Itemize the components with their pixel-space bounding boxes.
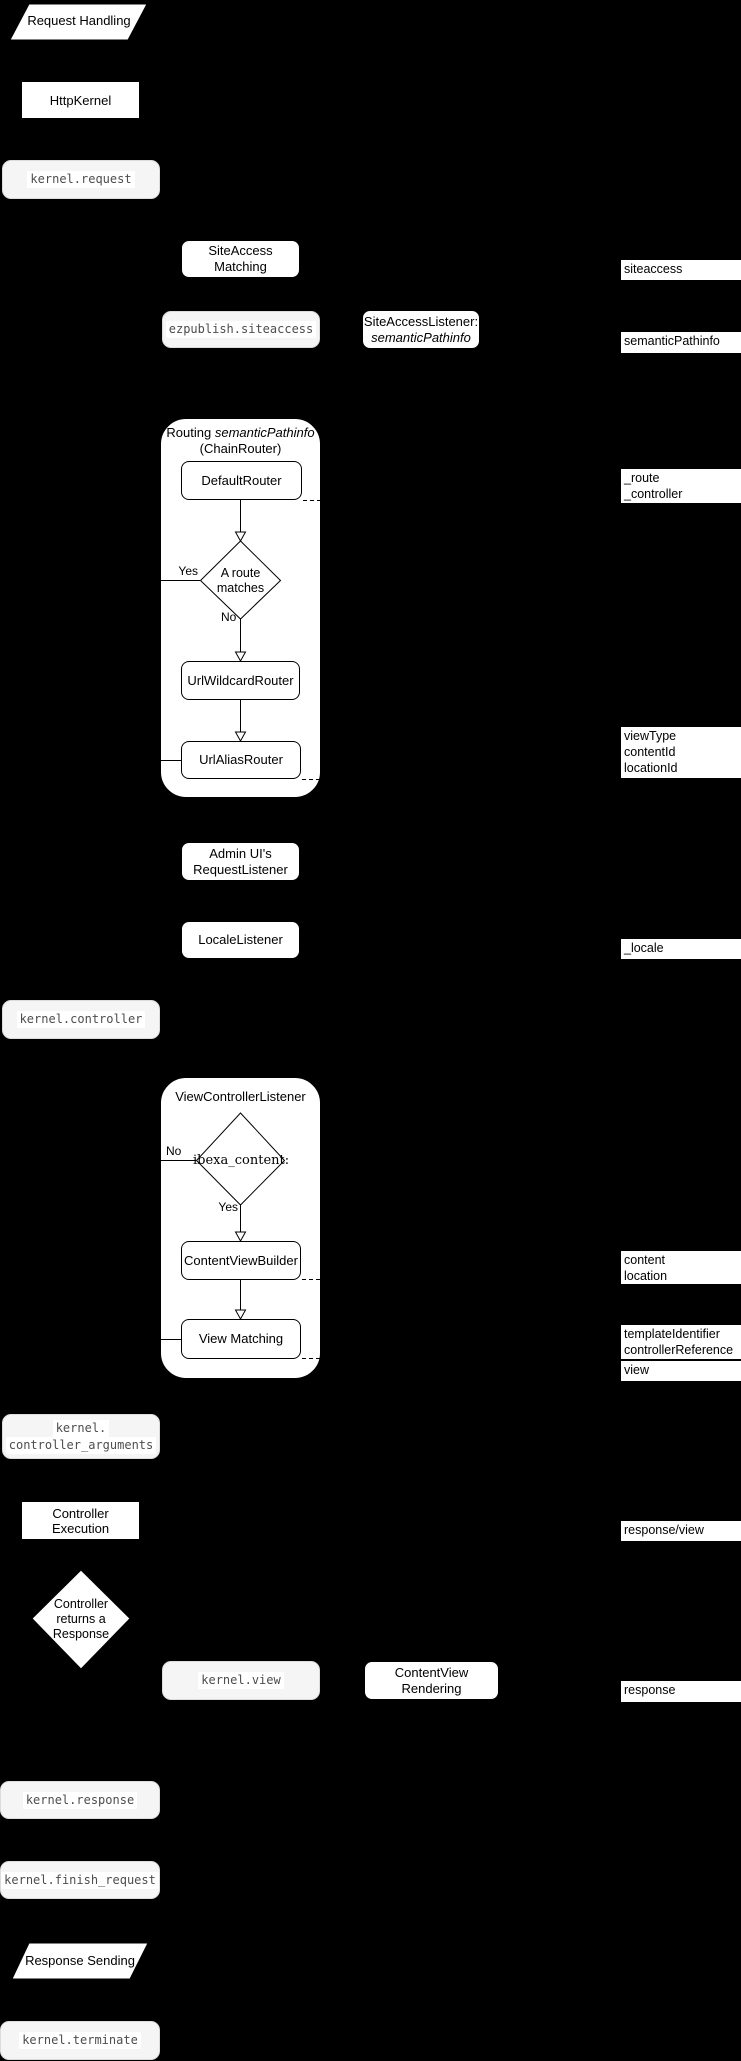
- side-label-content-location: content location: [621, 1251, 741, 1284]
- side-label-route-controller: _route _controller: [621, 469, 741, 503]
- node-urlalias-router: UrlAliasRouter: [181, 741, 301, 779]
- node-locale-listener: LocaleListener: [181, 921, 300, 959]
- routing-container-title: Routing semanticPathinfo (ChainRouter): [166, 425, 315, 456]
- event-kernel-view: kernel.view: [162, 1661, 320, 1700]
- route-matches-label: A route matches: [216, 566, 265, 595]
- side-label-template-controller: templateIdentifier controllerReference: [621, 1325, 741, 1359]
- side-label-locale: _locale: [621, 939, 741, 959]
- route-matches-no-label: No: [221, 610, 237, 624]
- side-label-response-view: response/view: [621, 1521, 741, 1541]
- ibexa-content-label: ibexa_content:: [193, 1153, 290, 1168]
- event-ezpublish-siteaccess: ezpublish.siteaccess: [162, 311, 320, 348]
- event-kernel-finish-request: kernel.finish_request: [0, 1861, 160, 1899]
- ibexa-content-no-label: No: [166, 1144, 182, 1158]
- node-httpkernel: HttpKernel: [21, 81, 140, 119]
- route-matches-yes-label: Yes: [178, 564, 198, 578]
- event-kernel-controller: kernel.controller: [2, 1000, 160, 1039]
- side-label-view: view: [621, 1361, 741, 1381]
- node-siteaccess-matching: SiteAccess Matching: [181, 240, 300, 278]
- event-kernel-response: kernel.response: [0, 1781, 160, 1819]
- node-siteaccess-listener: SiteAccessListener: semanticPathinfo: [362, 310, 480, 349]
- event-kernel-request: kernel.request: [2, 160, 160, 199]
- node-content-view-builder: ContentViewBuilder: [181, 1241, 301, 1280]
- controller-returns-label: Controller returns a Response: [52, 1597, 110, 1641]
- node-controller-execution: Controller Execution: [21, 1501, 140, 1540]
- side-label-semantic-pathinfo: semanticPathinfo: [621, 332, 741, 353]
- node-view-matching: View Matching: [181, 1319, 301, 1359]
- side-label-view-params: viewType contentId locationId: [621, 727, 741, 778]
- node-admin-request-listener: Admin UI's RequestListener: [181, 842, 300, 881]
- ibexa-content-yes-label: Yes: [218, 1200, 238, 1214]
- side-label-siteaccess: siteaccess: [621, 260, 741, 280]
- node-default-router: DefaultRouter: [181, 461, 302, 500]
- request-handling-label: Request Handling: [27, 13, 131, 28]
- event-kernel-controller-arguments: kernel. controller_arguments: [2, 1414, 160, 1459]
- node-contentview-rendering: ContentView Rendering: [364, 1661, 499, 1700]
- view-controller-listener-title: ViewControllerListener: [175, 1089, 306, 1104]
- node-urlwildcard-router: UrlWildcardRouter: [181, 661, 300, 700]
- event-kernel-terminate: kernel.terminate: [0, 2021, 160, 2060]
- response-sending-label: Response Sending: [25, 1953, 135, 1968]
- side-label-response: response: [621, 1681, 741, 1702]
